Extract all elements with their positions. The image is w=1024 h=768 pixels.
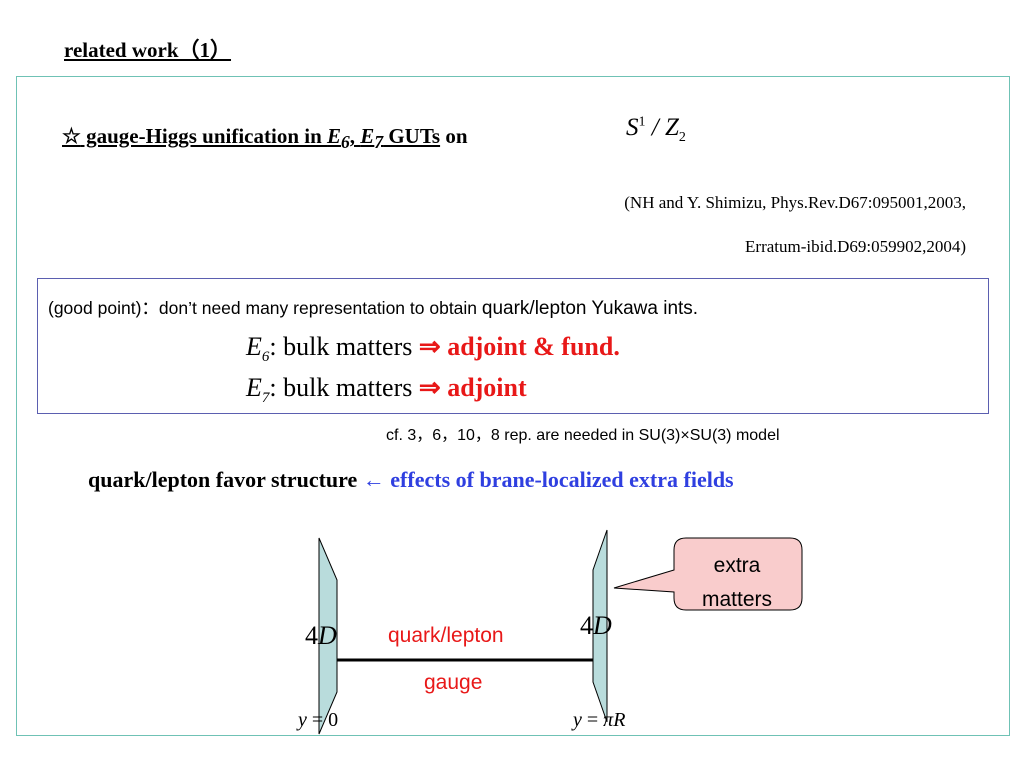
e7-row: E7: bulk matters ⇒ adjoint [246,373,527,407]
e6-row-sub: 6 [261,349,270,366]
good-point-text: (good point)：don’t need many representat… [48,295,698,320]
formula-z: Z [664,114,679,141]
callout-bubble [613,537,803,611]
favor-structure-line: quark/lepton favor structure ← effects o… [88,467,734,493]
formula-slash: / [645,114,665,141]
favor-black-text: quark/lepton favor structure [88,467,363,492]
gauge-label: gauge [424,671,483,694]
headline-on: on [440,124,468,148]
e7-subscript: 7 [374,132,384,153]
formula-z-sub: 2 [678,130,686,145]
e7-row-sub: 7 [261,390,270,407]
headline-comma: , [349,124,361,148]
quark-lepton-label: quark/lepton [388,624,504,647]
good-point-prefix: (good point)：don’t need many representat… [48,298,482,318]
star-icon: ☆ [62,124,81,148]
right-4d-num: 4 [580,611,593,640]
e7-row-result: adjoint [440,373,527,402]
content-frame [16,76,1010,736]
left-4d-label: 4D [305,621,337,651]
e6-row: E6: bulk matters ⇒ adjoint & fund. [246,332,620,366]
e6-row-arrow: ⇒ [418,332,441,361]
reference-line-2: Erratum-ibid.D69:059902,2004) [745,237,966,256]
favor-blue-text: ← effects of brane-localized extra field… [362,467,734,492]
slide-title: related work（1） [64,38,232,62]
e7-row-symbol: E [246,373,262,402]
left-brane [318,537,338,735]
left-4d-sym: D [318,621,337,650]
headline-guts: GUTs [383,124,441,148]
cf-note: cf. 3，6，10，8 rep. are needed in SU(3)×SU… [386,427,780,444]
right-brane [592,529,608,723]
e6-row-colon: : [269,332,284,361]
callout-text: extra matters [701,554,772,611]
headline: ☆ gauge-Higgs unification in E6, E7 GUTs… [62,124,468,153]
e6-subscript: 6 [341,132,350,153]
headline-text: gauge-Higgs unification in [80,124,328,148]
e7-symbol: E [360,124,375,148]
y-pi-r-label: y = πR [573,709,625,732]
ypr-var: y [573,709,582,731]
ypr-r: R [613,709,626,731]
e6-row-text: bulk matters [283,332,419,361]
formula-s: S [626,114,639,141]
y0-eq: = 0 [306,709,339,731]
e7-row-arrow: ⇒ [418,373,441,402]
good-point-strong: quark/lepton Yukawa ints. [481,298,699,319]
e6-symbol: E [327,124,342,148]
e7-row-colon: : [269,373,284,402]
right-4d-label: 4D [580,611,612,641]
e6-row-symbol: E [246,332,262,361]
ypr-pi: π [603,709,614,731]
ypr-eq: = [581,709,604,731]
y-zero-label: y = 0 [298,709,338,732]
e6-row-result: adjoint & fund. [440,332,620,361]
left-4d-num: 4 [305,621,318,650]
formula-s-sup: 1 [638,114,646,130]
e7-row-text: bulk matters [283,373,419,402]
right-4d-sym: D [593,611,612,640]
orbifold-formula: S1 / Z2 [626,114,686,146]
y0-var: y [298,709,307,731]
good-point-box [37,278,989,414]
reference-line-1: (NH and Y. Shimizu, Phys.Rev.D67:095001,… [624,193,966,212]
headline-underlined: ☆ gauge-Higgs unification in E6, E7 GUTs [62,124,441,152]
